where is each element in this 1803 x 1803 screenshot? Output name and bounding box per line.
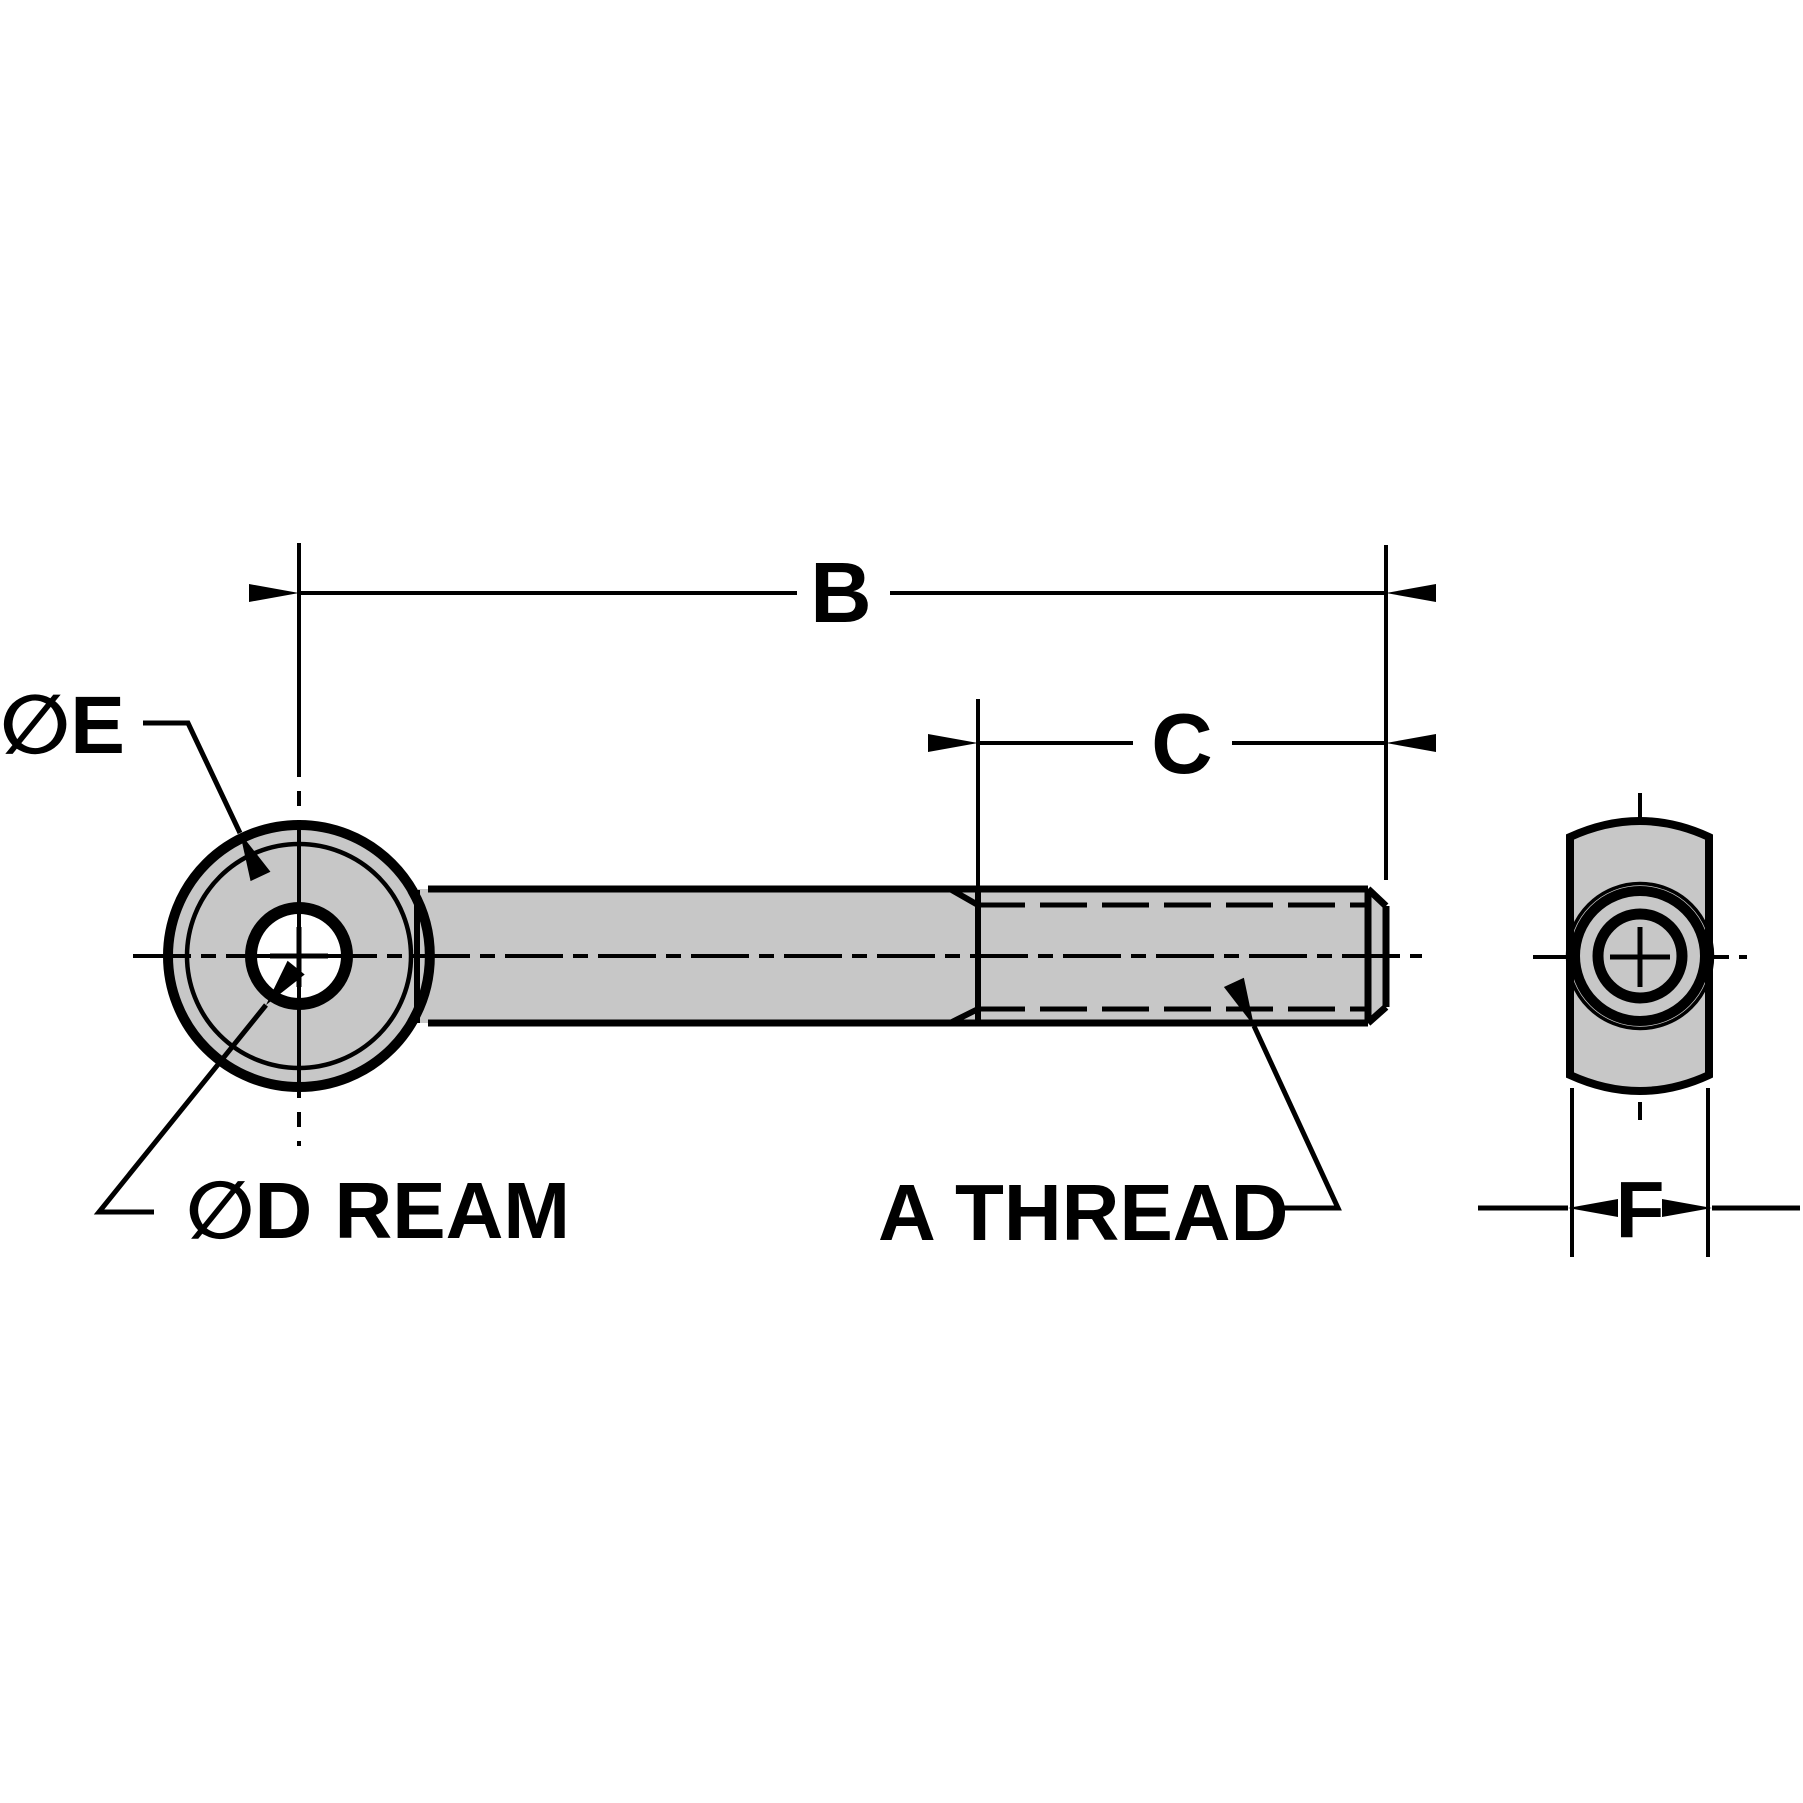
callout-hole-diameter: ∅D REAM — [93, 960, 570, 1255]
thread-runout-bottom — [948, 1006, 980, 1026]
side-hole-circle — [1592, 908, 1688, 1004]
dim-b-label: B — [810, 546, 871, 641]
thread-leader — [1223, 977, 1342, 1211]
end-chamfer-bottom-diagonal — [1365, 1004, 1389, 1026]
dimension-B: B — [249, 545, 1436, 880]
dimension-C: C — [928, 697, 1436, 886]
callout-eye-diameter: ∅E — [0, 680, 271, 882]
eye-dia-leader — [143, 720, 271, 882]
side-view — [1565, 817, 1715, 1095]
callout-thread: A THREAD — [878, 977, 1342, 1257]
side-boss-circle — [1570, 886, 1710, 1026]
hole-dia-label: ∅D REAM — [186, 1166, 570, 1255]
thread-label: A THREAD — [878, 1168, 1288, 1257]
side-chamfer-circle — [1565, 881, 1715, 1031]
end-chamfer-top-diagonal — [1365, 886, 1389, 909]
dim-f-label: F — [1616, 1165, 1665, 1254]
dimension-F: F — [1478, 1088, 1800, 1257]
thread-runout-top — [948, 886, 980, 908]
dim-c-label: C — [1151, 697, 1212, 792]
eye-dia-label: ∅E — [0, 680, 125, 771]
hole-dia-leader — [93, 960, 305, 1215]
